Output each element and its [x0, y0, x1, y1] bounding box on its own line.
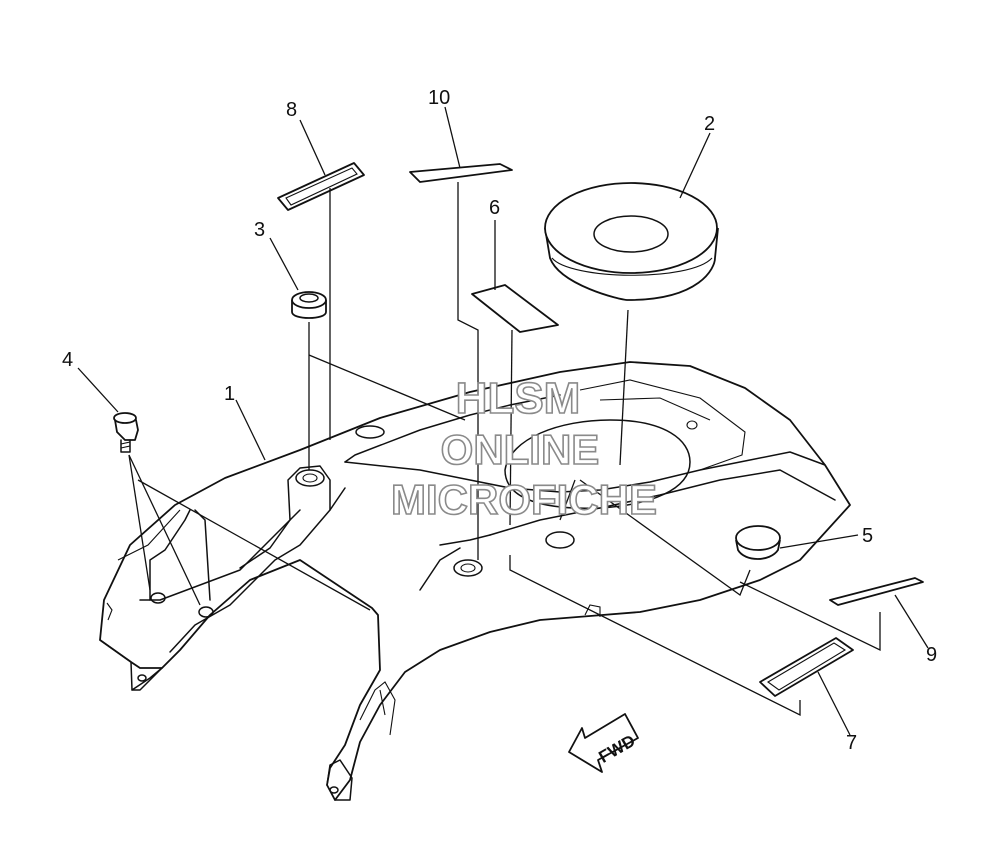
- part-label-6: 6: [489, 197, 500, 219]
- strip-10: [409, 163, 513, 183]
- grommet: [291, 291, 327, 319]
- watermark-line-3: MICROFICHE: [391, 476, 657, 523]
- part-label-3: 3: [254, 219, 265, 241]
- part-label-5: 5: [862, 525, 873, 547]
- boss-hole-center: [453, 559, 483, 577]
- strip-6: [471, 284, 559, 333]
- cap: [735, 525, 781, 560]
- part-numbers: 1 2 3 4 5 6 7 8 9 10: [62, 87, 937, 754]
- strip-9: [829, 577, 924, 606]
- assembly-lines: [128, 182, 881, 717]
- part-label-7: 7: [846, 732, 857, 754]
- part-label-10: 10: [428, 87, 450, 109]
- hole-top: [355, 425, 385, 439]
- part-label-9: 9: [926, 644, 937, 666]
- label-plate-8: [277, 162, 365, 211]
- forward-arrow: FWD: [568, 713, 639, 773]
- part-label-1: 1: [224, 383, 235, 405]
- label-plate-7: [759, 637, 854, 697]
- boss-hole-left: [295, 469, 325, 487]
- bolt: [113, 412, 139, 453]
- callout-lines: [77, 106, 929, 736]
- hole-right: [545, 531, 575, 549]
- watermark-line-2: ONLINE: [441, 426, 600, 473]
- seat-cushion-ring: [544, 182, 719, 301]
- part-label-8: 8: [286, 99, 297, 121]
- fender-body: [99, 361, 851, 801]
- part-label-4: 4: [62, 349, 73, 371]
- watermark-line-1: HLSM: [456, 374, 581, 423]
- watermark: HLSM ONLINE MICROFICHE: [390, 373, 658, 524]
- part-label-2: 2: [704, 113, 715, 135]
